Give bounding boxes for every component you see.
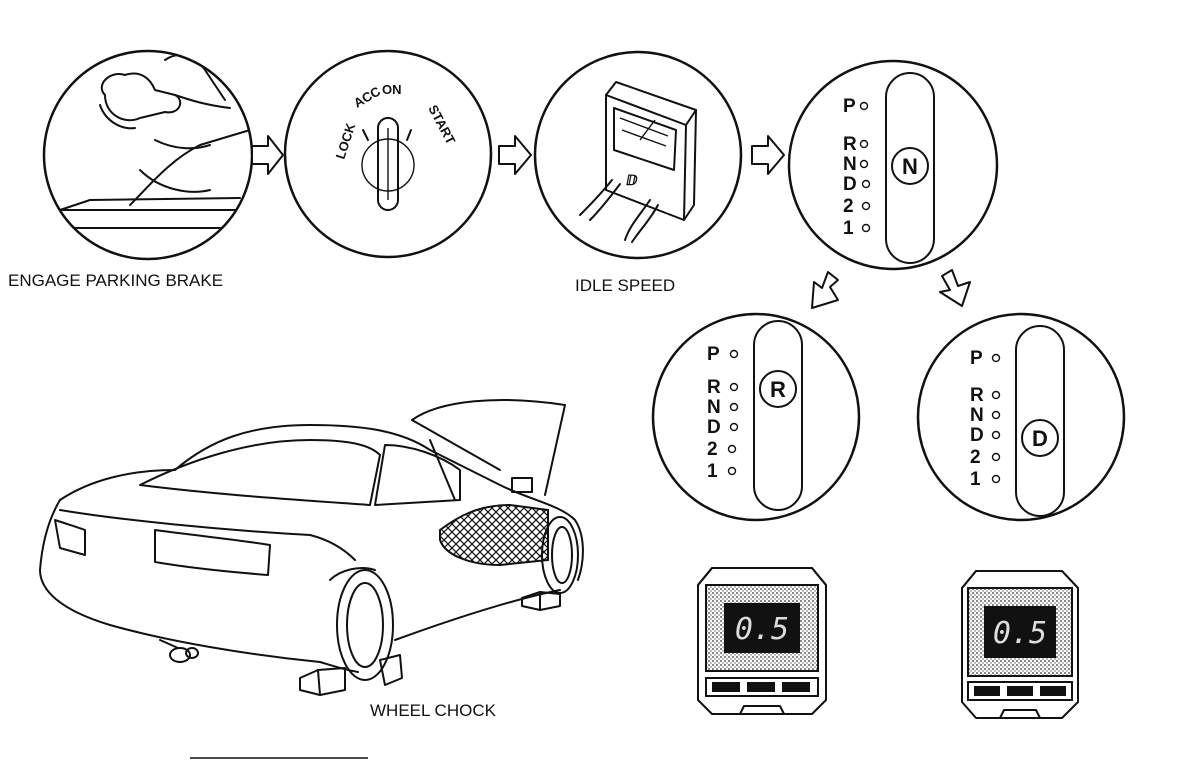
step-arrow-2 (498, 135, 532, 175)
wheel-chock-rear (299, 667, 346, 696)
car-illustration (39, 399, 584, 696)
gear-2: 2 (843, 196, 854, 217)
tester-left: 0.5 (697, 567, 827, 715)
shift-indicator-neutral: N P R N D 2 1 (787, 59, 999, 271)
neutral-selected: N (902, 154, 918, 179)
drive-selected: D (1032, 426, 1048, 451)
step-arrow-3 (751, 135, 785, 175)
gear-p: P (707, 344, 720, 365)
gear-1: 1 (707, 461, 718, 482)
ignition-on-label: ON (382, 82, 402, 97)
tester-right-reading: 0.5 (993, 616, 1047, 651)
gear-1: 1 (970, 469, 981, 490)
tachometer-mark: ⅅ (626, 172, 638, 188)
gear-d: D (970, 425, 984, 446)
shift-indicator-drive: D P R N D 2 1 (916, 312, 1126, 522)
gear-1: 1 (843, 218, 854, 239)
branch-arrow-drive (939, 269, 971, 307)
gear-r: R (970, 385, 984, 406)
wheel-chock-label: WHEEL CHOCK (370, 701, 497, 720)
reverse-selected: R (770, 377, 786, 402)
gear-p: P (843, 96, 856, 117)
gear-n: N (707, 397, 721, 418)
tester-right: 0.5 (961, 570, 1079, 719)
gear-list-reverse: P R N D 2 1 (707, 344, 739, 482)
gear-n: N (970, 405, 984, 426)
gear-r: R (843, 134, 857, 155)
gear-n: N (843, 154, 857, 175)
gear-r: R (707, 377, 721, 398)
gear-2: 2 (707, 439, 718, 460)
branch-arrow-reverse (811, 271, 839, 309)
tachometer-illustration: ⅅ (533, 50, 743, 260)
gear-list-neutral: P R N D 2 1 (843, 96, 871, 239)
gear-p: P (970, 348, 983, 369)
gear-d: D (707, 417, 721, 438)
gear-d: D (843, 174, 857, 195)
shift-indicator-reverse: R P R N D 2 1 (651, 312, 861, 522)
parking-brake-label: ENGAGE PARKING BRAKE (8, 271, 223, 290)
gear-2: 2 (970, 447, 981, 468)
gear-list-drive: P R N D 2 1 (970, 348, 1001, 490)
step-arrow-1 (251, 135, 284, 175)
ignition-switch-illustration: LOCK ACC ON START (283, 49, 493, 259)
tester-left-reading: 0.5 (735, 612, 789, 647)
idle-speed-label: IDLE SPEED (575, 276, 675, 295)
